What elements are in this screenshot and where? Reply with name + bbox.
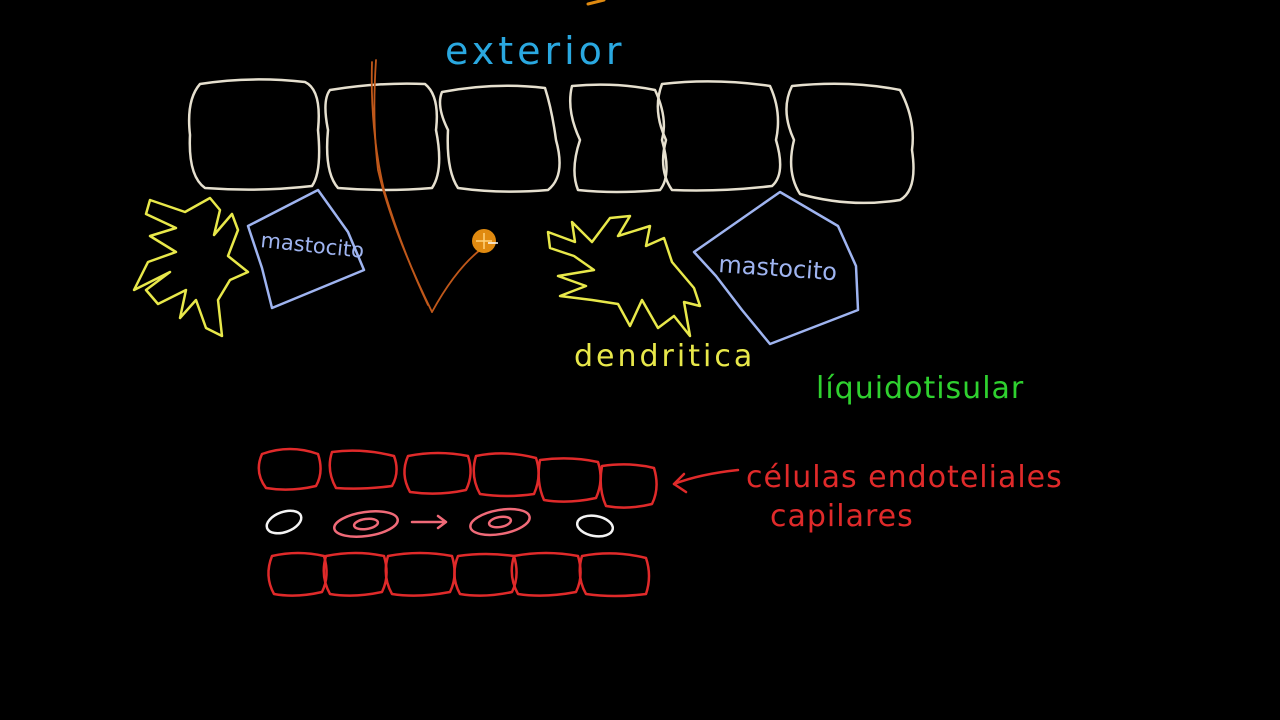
epithelial-cell [438, 84, 561, 193]
label-capilares: capilares [770, 499, 914, 534]
epithelial-cell [785, 82, 915, 205]
label-dendritica: dendritica [574, 339, 755, 374]
arrow-right-icon [410, 514, 448, 530]
red-blood-cell [469, 507, 531, 537]
white-blood-cell [265, 509, 303, 535]
endothelial-row-bottom [267, 551, 651, 598]
endothelial-cell [322, 551, 388, 597]
arrow-left-icon [672, 468, 740, 494]
label-mastocito-right: mastocito [718, 250, 838, 286]
splinter [370, 59, 481, 313]
epithelial-cell [656, 80, 782, 192]
epithelial-cell [324, 82, 441, 192]
endothelial-cell [453, 552, 518, 597]
stray-mark [586, 0, 606, 6]
mast-cell-right: mastocito [692, 190, 860, 346]
dendritic-cell-left [132, 196, 250, 338]
blood-flow [265, 507, 615, 538]
endothelial-cell [510, 551, 582, 597]
endothelial-cell [472, 452, 540, 498]
endothelial-cell [578, 552, 651, 598]
endothelial-cell [384, 551, 456, 597]
endothelial-cell [537, 457, 602, 503]
endothelial-cell [257, 447, 322, 491]
mast-cell-left: mastocito [246, 188, 366, 310]
white-blood-cell [575, 514, 615, 538]
red-blood-cell [333, 510, 399, 538]
endothelial-cell [267, 551, 328, 597]
endothelial-cell [328, 449, 398, 490]
dendritic-cell-right [546, 214, 702, 338]
endothelial-cell [599, 463, 658, 509]
endothelial-cell [403, 451, 472, 495]
epithelial-cell [569, 83, 668, 194]
endothelial-row-top [257, 447, 658, 509]
epithelial-cell [187, 78, 321, 191]
epithelial-cell-row [187, 78, 915, 205]
label-celulas-endoteliales: células endoteliales [746, 460, 1063, 495]
pen-cursor-icon [472, 229, 498, 253]
label-liquido-tisular: líquidotisular [816, 371, 1024, 406]
label-exterior: exterior [445, 29, 626, 73]
